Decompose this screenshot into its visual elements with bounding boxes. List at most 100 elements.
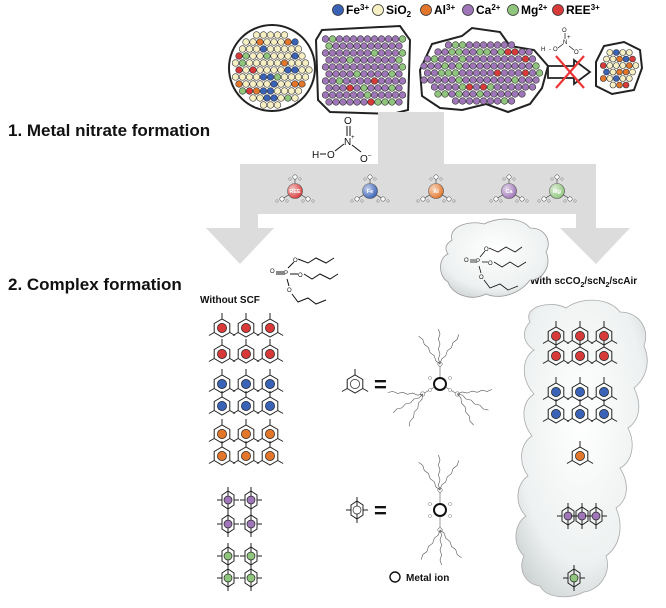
metal-ion (575, 387, 585, 397)
particle-grain (599, 62, 607, 69)
particle-grain (346, 42, 354, 50)
metal-ion (241, 379, 251, 389)
metal-ion (217, 451, 227, 461)
particle-grain (427, 62, 435, 70)
rod-complex (346, 497, 368, 523)
particle-grain (277, 66, 285, 74)
particle-grain (294, 45, 303, 53)
particle-grain (451, 55, 460, 63)
particle-grain (298, 80, 306, 88)
particle-grain (465, 83, 474, 91)
particle-grain (465, 55, 474, 63)
metal-ion (265, 451, 275, 461)
particle-grain (609, 81, 617, 89)
particle-grain (427, 76, 435, 84)
rod-complex (217, 487, 239, 513)
hex-complex (208, 369, 236, 394)
particle-grain (284, 80, 292, 88)
metal-ion (563, 511, 573, 521)
particle-grain (332, 56, 340, 64)
legend-label: REE3+ (566, 3, 600, 17)
svg-text:+: + (567, 35, 571, 41)
particle-grain (490, 48, 498, 56)
svg-text:O: O (293, 258, 298, 264)
particle-grain (490, 90, 498, 98)
particle-grain (266, 31, 275, 39)
particle-grain (381, 98, 389, 106)
svg-text:N: N (344, 137, 351, 148)
particle-grain (291, 52, 299, 60)
particle-grain (374, 98, 382, 106)
particle-grain (483, 76, 491, 84)
particle-grain (349, 91, 358, 99)
particle-grain (377, 91, 386, 99)
legend-item-ca: Ca2+ (462, 3, 501, 17)
particle-grain (486, 55, 495, 63)
particle-grain (528, 83, 537, 91)
particle-grain (370, 91, 379, 99)
particle-grain (249, 94, 257, 102)
metal-ion (577, 511, 587, 521)
metal-ion (599, 351, 609, 361)
particle-grain (252, 31, 261, 39)
metal-ion (433, 503, 447, 517)
particle-grain (339, 42, 347, 50)
particle-grain (511, 90, 519, 98)
hex-complex (566, 321, 594, 346)
particle-grain (291, 38, 299, 46)
particle-grain (284, 38, 292, 46)
particle-grain (335, 49, 344, 57)
particle-grain (245, 59, 254, 67)
svg-text:–: – (579, 47, 583, 53)
metal-ion (599, 331, 609, 341)
metal-ion (246, 519, 256, 529)
particle-irregular (418, 26, 550, 114)
legend-label: Al3+ (434, 3, 455, 17)
particle-grain (328, 49, 337, 57)
particle-grain (525, 76, 533, 84)
particle-grain (342, 35, 351, 43)
particle-grain (287, 73, 296, 81)
particle-grain (398, 35, 407, 43)
particle-grain (455, 90, 463, 98)
step2-label: 2. Complex formation (8, 275, 182, 294)
particle-grain (305, 66, 313, 74)
legend-swatch (552, 4, 564, 16)
particle-grain (528, 55, 537, 63)
metal-ion (575, 451, 585, 461)
particle-grain (511, 48, 519, 56)
metal-ion-label: Mg (553, 189, 561, 195)
particle-grain (273, 59, 282, 67)
particle-grain (497, 62, 505, 70)
metal-ion-label: REE (289, 189, 301, 195)
particle-grain (483, 90, 491, 98)
particle-grain (339, 84, 347, 92)
particle-grain (291, 66, 299, 74)
particle-grain (291, 94, 299, 102)
hex-complex (232, 419, 260, 444)
legend-label: Ca2+ (476, 3, 501, 17)
particle-grain (388, 84, 396, 92)
particle-grain (500, 97, 509, 105)
particle-grain (356, 77, 365, 85)
particle-grain (465, 69, 474, 77)
rod-complex (240, 487, 262, 513)
particle-grain (238, 59, 247, 67)
step1-label: 1. Metal nitrate formation (8, 121, 210, 140)
particle-grain (270, 66, 278, 74)
svg-text:O: O (298, 273, 303, 279)
flow-arrows (206, 112, 630, 264)
particle-grain (441, 90, 449, 98)
particle-grain (249, 38, 257, 46)
particle-grain (625, 49, 633, 56)
particle-grain (458, 83, 467, 91)
particle-grain (353, 70, 361, 78)
particle-grain (518, 90, 526, 98)
particle-grain (395, 56, 403, 64)
particle-grain (448, 90, 456, 98)
particle-grain (500, 55, 509, 63)
hex-complex (232, 369, 260, 394)
legend-item-mg: Mg2+ (507, 3, 548, 17)
hex-complex (208, 391, 236, 416)
particle-grain (451, 41, 460, 49)
